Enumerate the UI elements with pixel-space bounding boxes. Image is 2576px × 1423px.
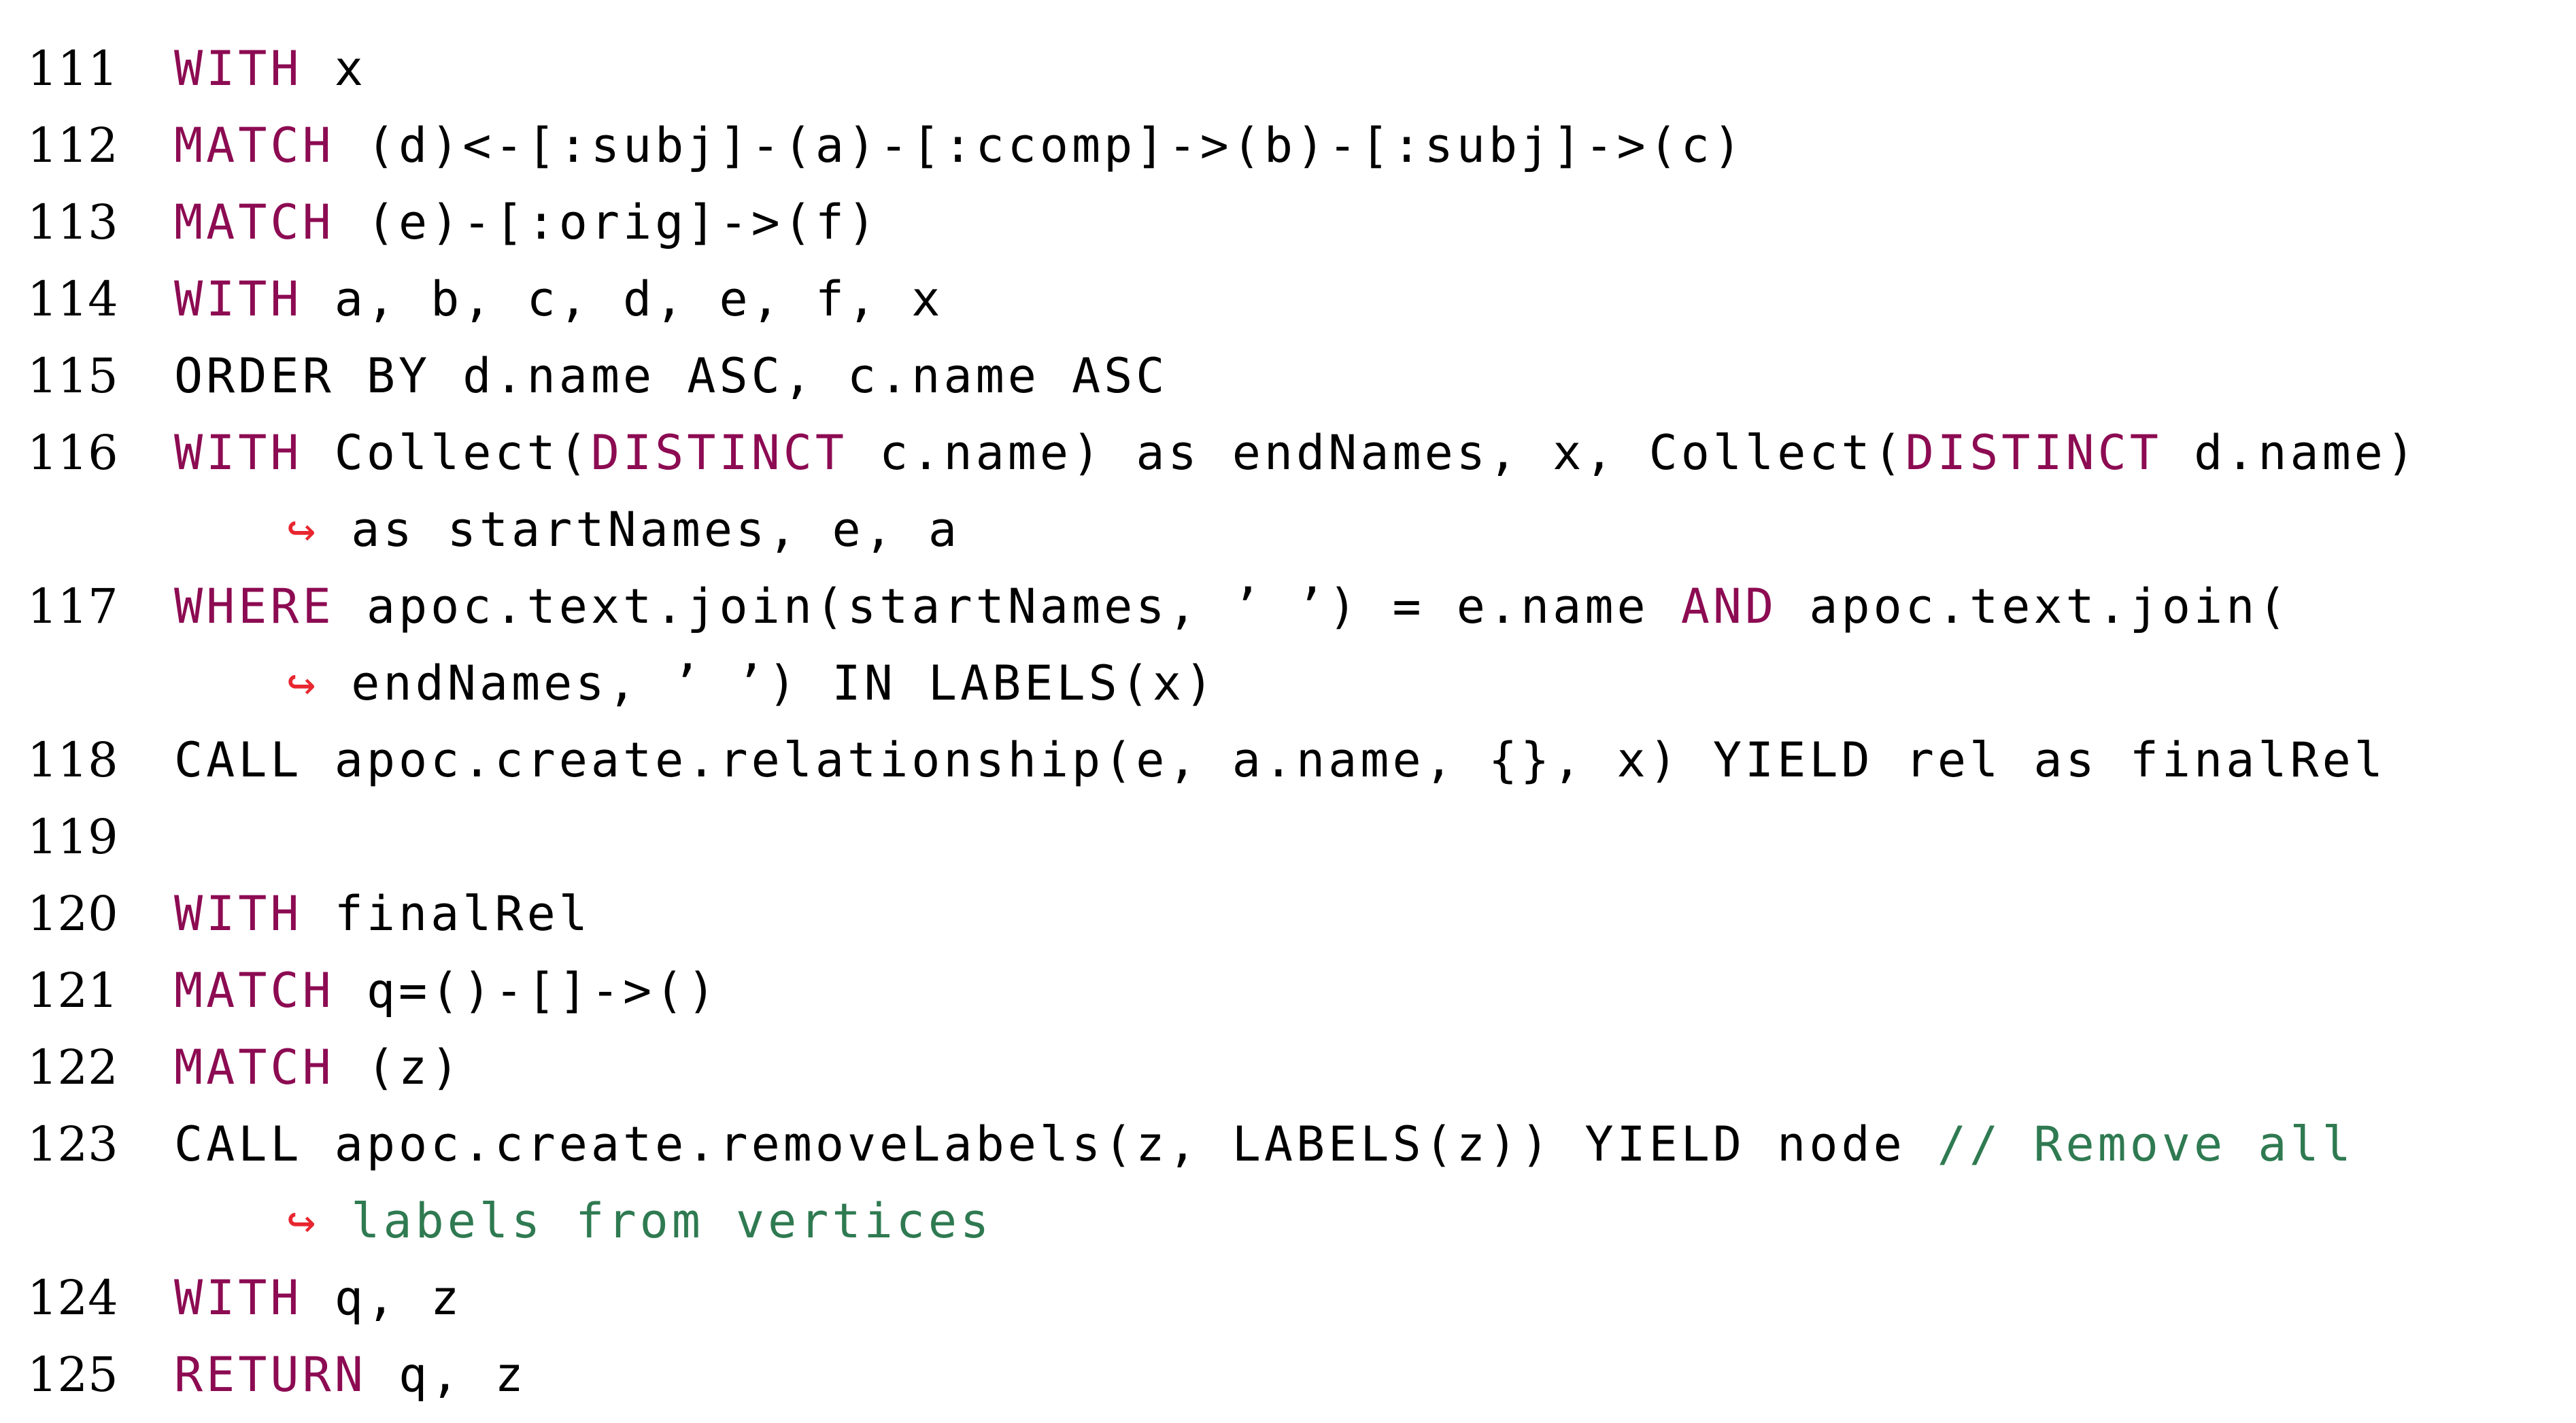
code-line: 118 CALL apoc.create.relationship(e, a.na… (0, 722, 2576, 799)
code-token: q, z (302, 1270, 463, 1326)
code-text: CALL apoc.create.relationship(e, a.name,… (174, 722, 2386, 799)
code-continuation-line: ↪ as startNames, e, a (0, 492, 2576, 568)
code-text: ORDER BY d.name ASC, c.name ASC (174, 338, 1168, 415)
code-continuation-line: ↪ labels from vertices (0, 1183, 2576, 1260)
code-line: 114 WITH a, b, c, d, e, f, x (0, 261, 2576, 338)
code-text: MATCH (e)-[:orig]->(f) (174, 184, 879, 261)
line-number: 123 (27, 1116, 118, 1172)
code-token: apoc.text.join( (1777, 579, 2290, 634)
code-text: WITH a, b, c, d, e, f, x (174, 261, 943, 338)
code-token: (e)-[:orig]->(f) (334, 194, 880, 250)
keyword: WITH (174, 271, 303, 327)
code-text: WHERE apoc.text.join(startNames, ’ ’) = … (174, 568, 2290, 645)
code-token: c.name) as endNames, x, Collect( (847, 425, 1905, 481)
line-number: 124 (27, 1270, 118, 1326)
code-text: WITH q, z (174, 1260, 462, 1337)
code-text: RETURN q, z (174, 1337, 527, 1413)
code-continuation-line: ↪ endNames, ’ ’) IN LABELS(x) (0, 645, 2576, 722)
code-token: q, z (366, 1347, 527, 1403)
code-text: ↪ endNames, ’ ’) IN LABELS(x) (287, 645, 1217, 722)
keyword: DISTINCT (1905, 425, 2162, 481)
keyword: MATCH (174, 118, 335, 173)
keyword: RETURN (174, 1347, 367, 1403)
line-continuation-arrow-icon: ↪ (287, 655, 320, 711)
code-token: CALL apoc.create.relationship(e, a.name,… (174, 732, 2386, 788)
code-text: MATCH (z) (174, 1029, 462, 1106)
line-number: 125 (27, 1347, 118, 1403)
code-line: 120 WITH finalRel (0, 876, 2576, 953)
code-token: Collect( (302, 425, 591, 481)
code-text: ↪ labels from vertices (287, 1183, 992, 1260)
line-number: 115 (27, 348, 118, 404)
comment: // Remove all (1937, 1116, 2354, 1172)
code-line: 123 CALL apoc.create.removeLabels(z, LABE… (0, 1106, 2576, 1183)
code-token: endNames, ’ ’) IN LABELS(x) (319, 655, 1217, 711)
keyword: DISTINCT (590, 425, 848, 481)
code-line: 117 WHERE apoc.text.join(startNames, ’ ’)… (0, 568, 2576, 645)
code-text: CALL apoc.create.removeLabels(z, LABELS(… (174, 1106, 2354, 1183)
code-line: 122 MATCH (z) (0, 1029, 2576, 1106)
code-token: ORDER BY d.name ASC, c.name ASC (174, 348, 1168, 404)
line-number: 119 (27, 809, 118, 865)
line-number: 114 (27, 271, 118, 327)
line-number: 112 (27, 118, 118, 173)
line-continuation-arrow-icon: ↪ (287, 1193, 320, 1249)
code-line: 121 MATCH q=()-[]->() (0, 953, 2576, 1029)
comment: labels from vertices (319, 1193, 993, 1249)
line-number: 111 (27, 41, 118, 97)
keyword: WITH (174, 886, 303, 942)
line-number: 120 (27, 886, 118, 942)
keyword: MATCH (174, 963, 335, 1018)
keyword: WHERE (174, 579, 335, 634)
code-line: 124 WITH q, z (0, 1260, 2576, 1337)
keyword: MATCH (174, 194, 335, 250)
code-text: MATCH (d)<-[:subj]-(a)-[:ccomp]->(b)-[:s… (174, 107, 1745, 184)
code-token: CALL apoc.create.removeLabels(z, LABELS(… (174, 1116, 1937, 1172)
code-token: apoc.text.join(startNames, ’ ’) = e.name (334, 579, 1681, 634)
code-line: 113 MATCH (e)-[:orig]->(f) (0, 184, 2576, 261)
code-token: a, b, c, d, e, f, x (302, 271, 944, 327)
keyword: WITH (174, 425, 303, 481)
code-text: WITH finalRel (174, 876, 591, 953)
line-number: 116 (27, 425, 118, 481)
code-token: (d)<-[:subj]-(a)-[:ccomp]->(b)-[:subj]->… (334, 118, 1746, 173)
code-text: WITH x (174, 31, 367, 107)
line-continuation-arrow-icon: ↪ (287, 502, 320, 558)
code-token: q=()-[]->() (334, 963, 719, 1018)
code-line: 115 ORDER BY d.name ASC, c.name ASC (0, 338, 2576, 415)
keyword: AND (1680, 579, 1778, 634)
line-number: 122 (27, 1040, 118, 1095)
keyword: WITH (174, 1270, 303, 1326)
code-token: d.name) (2161, 425, 2419, 481)
code-text: MATCH q=()-[]->() (174, 953, 719, 1029)
code-line: 125 RETURN q, z (0, 1337, 2576, 1413)
keyword: WITH (174, 41, 303, 97)
code-token: (z) (334, 1040, 463, 1095)
code-line: 111 WITH x (0, 31, 2576, 107)
line-number: 113 (27, 194, 118, 250)
code-text: WITH Collect(DISTINCT c.name) as endName… (174, 415, 2418, 492)
code-text: ↪ as startNames, e, a (287, 492, 960, 568)
line-number: 121 (27, 963, 118, 1018)
code-line: 112 MATCH (d)<-[:subj]-(a)-[:ccomp]->(b)-… (0, 107, 2576, 184)
keyword: MATCH (174, 1040, 335, 1095)
code-line: 119 (0, 799, 2576, 876)
code-token: as startNames, e, a (319, 502, 961, 558)
line-number: 117 (27, 579, 118, 634)
code-token: finalRel (302, 886, 591, 942)
line-number: 118 (27, 732, 118, 788)
code-token: x (302, 41, 367, 97)
